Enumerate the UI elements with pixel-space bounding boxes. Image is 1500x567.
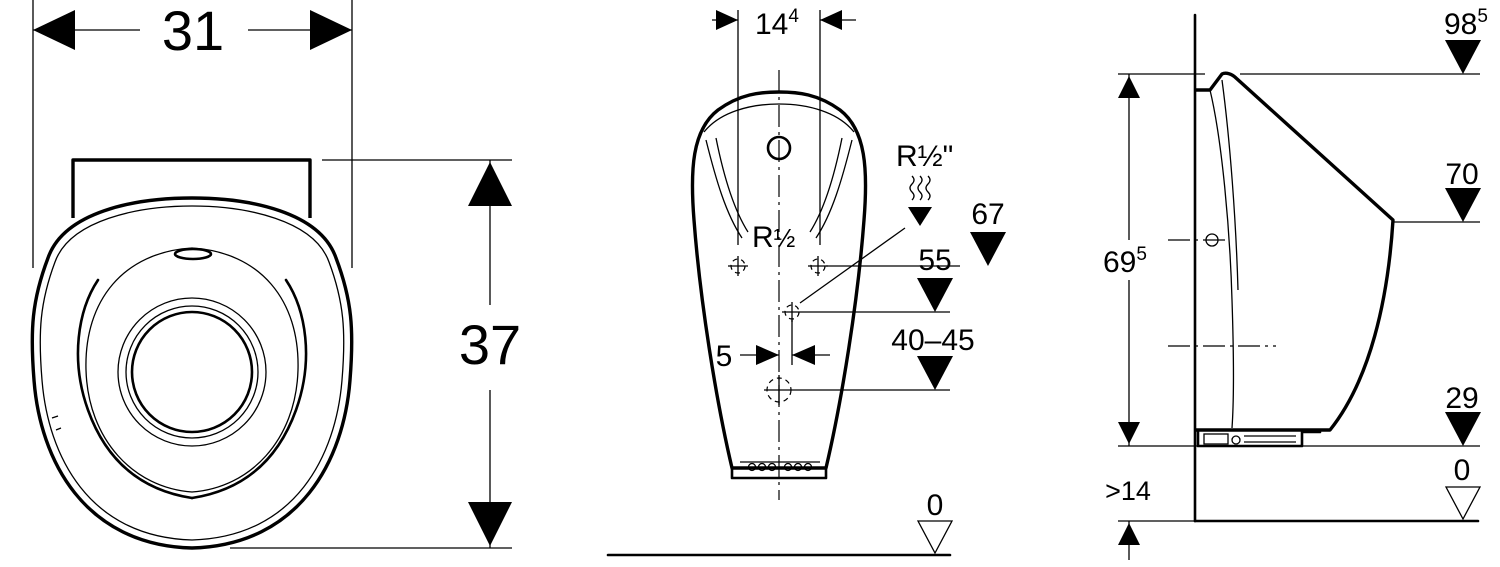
side-height-arrow-bottom bbox=[1118, 422, 1140, 444]
rear-spacing-arrow-left bbox=[716, 10, 738, 30]
side-70-marker bbox=[1445, 188, 1481, 222]
rear-offset-label: 5 bbox=[716, 340, 733, 373]
water-wavy-lines-icon bbox=[909, 175, 931, 201]
rear-right-connection bbox=[808, 256, 828, 276]
front-bowl-inner bbox=[85, 247, 299, 493]
side-inlet-hole bbox=[1205, 233, 1219, 247]
rear-level-67-label: 67 bbox=[971, 198, 1004, 231]
side-inner-wall bbox=[1209, 89, 1235, 429]
front-outer-body bbox=[30, 196, 354, 550]
rear-rim-left-outer bbox=[705, 139, 743, 239]
front-outlet-ring-outer bbox=[117, 297, 267, 447]
front-inner-rim-line bbox=[39, 205, 345, 541]
side-gap-arrow bbox=[1118, 523, 1140, 545]
rear-base-slots bbox=[747, 462, 813, 472]
width-arrow-left bbox=[33, 10, 75, 50]
side-body-outline bbox=[1195, 71, 1395, 432]
rear-thread-r: R bbox=[752, 221, 774, 254]
rear-spacing-sup: 4 bbox=[788, 6, 799, 27]
side-height-arrow-top bbox=[1118, 76, 1140, 98]
rear-rim-right-outer bbox=[815, 139, 853, 239]
side-gap-label: >14 bbox=[1105, 476, 1151, 506]
rear-rim-top bbox=[703, 103, 855, 133]
rear-supply-connection bbox=[782, 302, 802, 322]
rear-spacing-arrow-right bbox=[820, 10, 842, 30]
rear-offset-arrow-right bbox=[792, 345, 815, 365]
side-top-sup: 5 bbox=[1477, 6, 1488, 27]
rear-floor-label: 0 bbox=[927, 489, 944, 522]
front-inlet-slot bbox=[173, 247, 213, 261]
front-left-groove bbox=[76, 278, 194, 500]
rear-level-40-45-marker bbox=[917, 356, 953, 390]
rear-left-connection bbox=[728, 256, 748, 276]
width-label: 31 bbox=[162, 0, 224, 62]
width-arrow-right bbox=[310, 10, 352, 50]
side-inner-rim bbox=[1221, 79, 1239, 291]
rear-drain-connection bbox=[764, 375, 794, 405]
side-29-label: 29 bbox=[1445, 382, 1478, 415]
rear-thread-size: ½ bbox=[774, 223, 796, 253]
height-label: 37 bbox=[459, 313, 521, 376]
height-arrow-top bbox=[468, 162, 512, 206]
side-top-value: 98 bbox=[1444, 8, 1477, 41]
rear-spacing-value: 14 bbox=[755, 8, 788, 41]
front-top-cap bbox=[71, 158, 312, 218]
rear-rim-left-inner bbox=[715, 137, 749, 233]
side-top-marker bbox=[1445, 40, 1481, 74]
rear-level-40-45-label: 40–45 bbox=[891, 324, 974, 357]
rear-rim-right-inner bbox=[809, 137, 843, 233]
rear-inlet-label: R½" bbox=[896, 140, 953, 173]
rear-view: 144 R½ R½" bbox=[606, 6, 1006, 557]
rear-base bbox=[730, 466, 828, 480]
side-view: 985 70 29 0 695 >14 bbox=[1098, 6, 1488, 560]
side-floor-label: 0 bbox=[1454, 454, 1471, 487]
front-outlet-ring bbox=[125, 305, 259, 439]
side-height-sup: 5 bbox=[1136, 244, 1147, 265]
rear-floor-marker bbox=[916, 520, 954, 555]
rear-level-55-marker bbox=[917, 278, 953, 312]
rear-spacing-label: 144 bbox=[755, 6, 799, 41]
side-fixing-block bbox=[1203, 433, 1229, 445]
rear-level-67-marker bbox=[970, 232, 1006, 266]
side-height-label-bg bbox=[1098, 240, 1158, 280]
side-floor-marker bbox=[1444, 486, 1482, 521]
side-70-label: 70 bbox=[1445, 158, 1478, 191]
side-height-value: 69 bbox=[1103, 246, 1136, 279]
front-right-groove bbox=[190, 278, 308, 500]
front-view: 31 37 bbox=[30, 0, 521, 550]
side-height-label: 695 bbox=[1103, 244, 1147, 279]
side-29-marker bbox=[1445, 412, 1481, 446]
front-side-marks bbox=[51, 415, 62, 431]
rear-thread-label: R½ bbox=[752, 221, 795, 254]
side-top-label: 985 bbox=[1444, 6, 1488, 41]
side-trap-lines bbox=[1244, 435, 1296, 443]
height-arrow-bottom bbox=[468, 502, 512, 546]
side-fixing-screw bbox=[1231, 435, 1241, 445]
front-outlet-drain bbox=[130, 310, 254, 434]
rear-inlet-arrow bbox=[908, 207, 932, 226]
rear-level-55-label: 55 bbox=[918, 244, 951, 277]
rear-offset-arrow-left bbox=[756, 345, 779, 365]
